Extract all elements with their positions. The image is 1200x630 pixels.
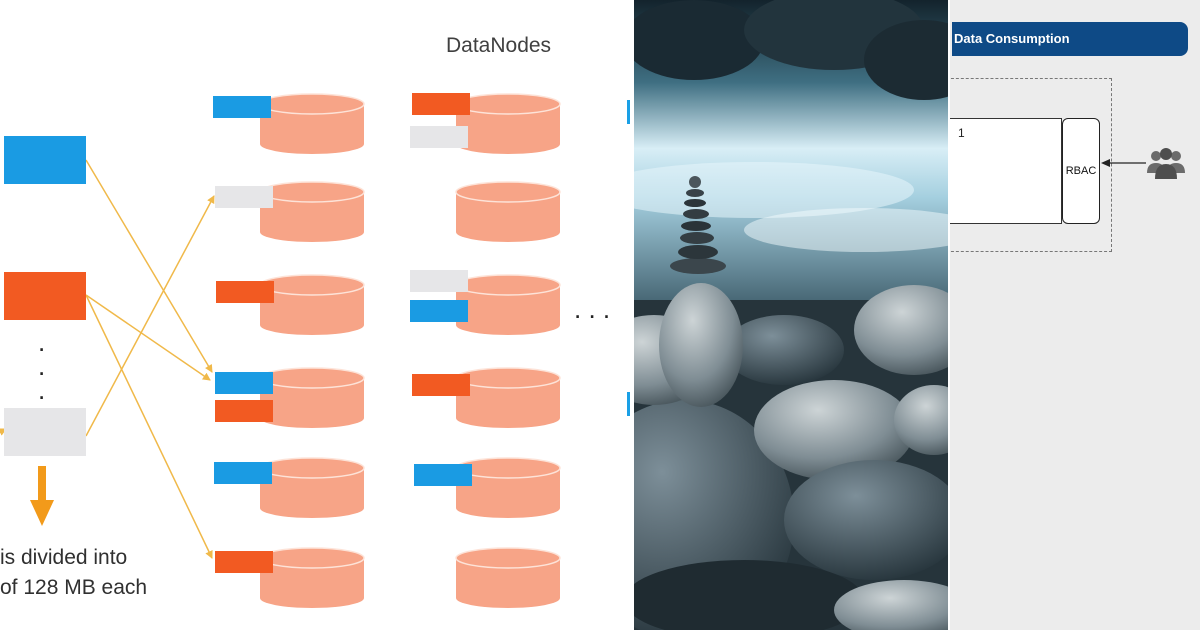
datanode-cylinder [455,547,561,608]
cylinder-body [456,285,560,335]
data-consumption-header: Data Consumption [952,22,1188,56]
cylinder-body [260,378,364,428]
datanode-cylinder [259,457,365,518]
cylinder-body [456,558,560,608]
consumer-label: 1 [958,126,965,140]
datanode-cylinder [259,547,365,608]
cylinder-top [259,547,365,569]
datanode-block [410,126,468,148]
cylinder-top [259,457,365,479]
hdfs-diagram-canvas [0,93,561,608]
down-arrow-head [30,500,54,526]
datanode-block [412,374,470,396]
cylinder-top [455,367,561,389]
data-consumption-diagram: Data Consumption 1 RBAC [948,0,1200,630]
vertical-ellipsis: ... [38,327,46,405]
cylinder-body [456,468,560,518]
cylinder-body [456,104,560,154]
photo-cairn-river [634,0,948,630]
datanode-block [215,551,273,573]
cylinder-body [260,468,364,518]
datanode-block [412,93,470,115]
cylinder-top [455,274,561,296]
consumer-box [950,118,1062,224]
down-arrow-shaft [38,466,46,502]
datanode-cylinder [259,181,365,242]
cairn-photo-image [634,0,948,630]
source-block-orange [4,272,86,320]
dashed-container [950,78,1112,252]
source-block-gray [4,408,86,456]
horizontal-ellipsis: . . . [574,294,611,324]
replication-arrow [85,294,211,381]
caption-line-2: of 128 MB each [0,576,148,599]
datanode-block [215,186,273,208]
caption-line-1: is divided into [0,546,128,569]
cylinder-body [260,285,364,335]
cylinder-body [260,558,364,608]
cylinder-body [456,192,560,242]
replication-arrow [85,195,215,437]
datanode-cylinder [259,367,365,428]
datanode-block [215,400,273,422]
datanode-block [215,372,273,394]
edge-blue-mark [627,392,630,416]
cylinder-top [455,93,561,115]
rbac-arrow [1101,159,1146,167]
cylinder-body [456,378,560,428]
datanode-block [410,270,468,292]
datanode-cylinder [455,93,561,154]
cylinder-body [260,104,364,154]
datanode-cylinder [455,181,561,242]
edge-blue-mark [627,100,630,124]
cylinder-top [259,93,365,115]
replication-arrow [85,159,213,373]
rbac-box: RBAC [1062,118,1100,224]
replication-arrow [85,294,213,559]
cylinder-top [259,181,365,203]
rbac-label: RBAC [1065,165,1097,177]
datanode-block [213,96,271,118]
datanode-cylinder [455,367,561,428]
datanodes-label: DataNodes [446,34,552,57]
users-icon [1147,148,1185,179]
cylinder-body [260,192,364,242]
datanode-cylinder [259,274,365,335]
hdfs-diagram: DataNodes ... . . . is divided into of 1… [0,34,630,608]
datanode-block [216,281,274,303]
cylinder-top [259,274,365,296]
datanode-block [410,300,468,322]
cylinder-top [455,547,561,569]
datanode-block [214,462,272,484]
cylinder-top [455,181,561,203]
source-block-blue [4,136,86,184]
cylinder-top [259,367,365,389]
datanode-block [414,464,472,486]
datanode-cylinder [455,274,561,335]
datanode-cylinder [259,93,365,154]
